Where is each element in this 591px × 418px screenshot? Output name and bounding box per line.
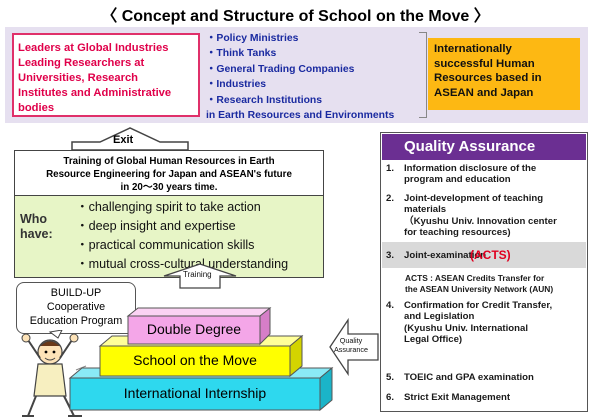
leaders-box: Leaders at Global Industries Leading Res… (12, 33, 200, 117)
acts-note-line: ACTS : ASEAN Credits Transfer for (405, 273, 545, 283)
training-arrow-icon (163, 263, 237, 289)
training-line: Training of Global Human Resources in Ea… (63, 156, 275, 167)
pyramid-bottom-block (69, 377, 321, 411)
pyramid-middle-label: School on the Move (133, 352, 257, 368)
quality-assurance-panel (380, 132, 588, 412)
lifting-person-icon (21, 330, 90, 417)
qa-item-line: Confirmation for Credit Transfer, (404, 300, 553, 311)
training-arrow-label: Training (183, 270, 212, 279)
org-footer: in Earth Resources and Environments (206, 110, 395, 122)
build-up-callout: BUILD-UP Cooperative Education Program (16, 282, 136, 334)
who-label: Who have: (20, 212, 53, 242)
qa-arrow-label-line: Quality (339, 336, 363, 345)
pyramid-middle-block (99, 345, 291, 377)
resources-line: Resources based in (434, 72, 542, 84)
org-item: ・Policy Ministries (206, 33, 299, 44)
build-up-line: BUILD-UP (50, 287, 102, 299)
qa-item-number: 6. (386, 392, 395, 403)
exit-label: Exit (113, 134, 134, 146)
qa-item-line: Legal Office) (404, 334, 463, 346)
who-item: ・challenging spirit to take action (76, 200, 261, 214)
qa-item-line: Joint-development of teaching (404, 193, 544, 204)
qa-item-number: 1. (386, 163, 395, 174)
build-up-line: Cooperative (46, 301, 106, 313)
build-up-line: Education Program (29, 315, 123, 327)
page-title: 〈 Concept and Structure of School on the… (101, 8, 490, 25)
qa-item-number: 4. (386, 300, 395, 311)
qa-arrow-label-line: Assurance (334, 345, 368, 354)
qa-item-3-highlight (382, 242, 586, 268)
who-label-line: have: (20, 227, 53, 241)
who-box (14, 196, 324, 278)
qa-item-number: 2. (386, 193, 395, 204)
who-label-line: Who (20, 212, 48, 226)
quality-assurance-header: Quality Assurance (382, 134, 586, 160)
acts-note: ACTS : ASEAN Credits Transfer for the AS… (405, 273, 585, 294)
pyramid-bottom-label: International Internship (123, 385, 267, 401)
qa-item-line: program and education (404, 174, 511, 186)
resources-line: Internationally (434, 43, 512, 55)
leaders-line: Universities, Research (18, 72, 139, 84)
leaders-line: Leading Researchers at (18, 57, 145, 69)
exit-arrow-icon (71, 127, 189, 151)
qa-item-line: TOEIC and GPA examination (404, 372, 534, 383)
qa-item-line: Joint-examination (404, 250, 487, 261)
acts-note-line: the ASEAN University Network (AUN) (405, 283, 554, 294)
qa-item-line: and Legislation (404, 311, 475, 323)
training-line: Resource Engineering for Japan and ASEAN… (46, 169, 292, 180)
resources-line: successful Human (434, 57, 535, 70)
leaders-line: bodies (18, 102, 55, 114)
qa-item-number: 5. (386, 372, 395, 383)
leaders-line: Institutes and Administrative (18, 87, 172, 99)
pyramid-top-block (127, 315, 261, 345)
org-item: ・Research Institutions (206, 94, 323, 106)
acts-label: (ACTS) (470, 248, 511, 262)
bracket-icon (419, 32, 427, 118)
resources-box: Internationally successful Human Resourc… (428, 38, 580, 110)
qa-item-line: （Kyushu Univ. Innovation center (404, 215, 557, 227)
qa-item-line: Information disclosure of the (404, 163, 537, 174)
training-box: Training of Global Human Resources in Ea… (14, 150, 324, 196)
organizations-list: ・Policy Ministries ・Think Tanks ・General… (206, 31, 418, 123)
pyramid-top-label: Double Degree (146, 321, 242, 337)
quality-assurance-arrow-icon (329, 317, 379, 377)
qa-item-line: for teaching resources) (404, 227, 511, 239)
who-list: ・challenging spirit to take action ・deep… (76, 198, 288, 274)
qa-item-number: 3. (386, 250, 395, 261)
qa-item-line: (Kyushu Univ. International (404, 322, 529, 334)
quality-assurance-arrow-label: Quality Assurance (334, 336, 368, 354)
resources-line: ASEAN and Japan (434, 86, 534, 99)
org-item: ・General Trading Companies (206, 63, 355, 75)
org-item: ・Industries (206, 79, 267, 91)
training-line: in 20～30 years time. (120, 182, 218, 193)
who-item: ・deep insight and expertise (76, 219, 236, 233)
qa-item-line: materials (404, 204, 447, 216)
who-item: ・practical communication skills (76, 238, 255, 252)
qa-item-line: Strict Exit Management (404, 392, 511, 403)
leaders-line: Leaders at Global Industries (18, 42, 169, 54)
pyramid-diagram (68, 306, 334, 412)
org-item: ・Think Tanks (206, 48, 277, 60)
who-item: ・mutual cross-cultural understanding (76, 257, 289, 271)
